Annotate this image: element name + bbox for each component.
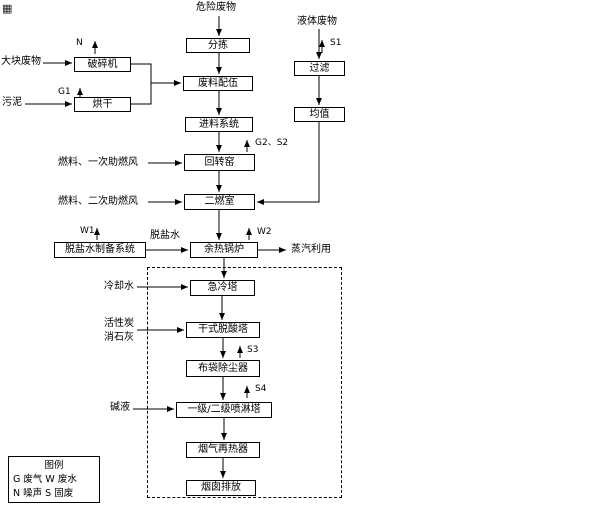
legend-title: 图例 (44, 460, 64, 471)
legend-row-noise-solid: N 噪声 S 固废 (13, 488, 74, 499)
node-sorting: 分拣 (186, 38, 250, 53)
label-sludge: 污泥 (2, 97, 22, 108)
emission-label-g2-s2: G2、S2 (255, 138, 289, 148)
node-quench-tower: 急冷塔 (190, 280, 255, 296)
node-flue-gas-reheater: 烟气再热器 (186, 442, 260, 458)
emission-label-s4: S4 (255, 384, 267, 394)
emission-label-n: N (76, 38, 83, 48)
emission-label-g1: G1 (58, 87, 71, 97)
node-dryer: 烘干 (74, 97, 131, 112)
right-branch-arrows (257, 29, 322, 253)
main-flow-arrows (216, 16, 227, 478)
label-activated-carbon: 活性炭 (104, 318, 134, 329)
node-secondary-combustion-chamber: 二燃室 (184, 194, 255, 210)
node-rotary-kiln: 回转窑 (184, 154, 255, 171)
label-fuel-secondary-air: 燃料、二次助燃风 (58, 196, 138, 207)
legend-row-gas-water: G 废气 W 废水 (13, 474, 77, 485)
node-filtration: 过滤 (294, 61, 345, 76)
label-desalted-water: 脱盐水 (150, 230, 180, 241)
label-bulk-waste: 大块废物 (1, 56, 41, 67)
label-slaked-lime: 消石灰 (104, 332, 134, 343)
node-crusher: 破碎机 (74, 57, 131, 72)
node-waste-blending: 废料配伍 (183, 76, 253, 91)
label-steam-utilization: 蒸汽利用 (291, 244, 331, 255)
emission-label-s1: S1 (330, 38, 342, 48)
node-waste-heat-boiler: 余热锅炉 (190, 242, 258, 258)
node-desalted-water-system: 脱盐水制备系统 (54, 242, 146, 258)
label-fuel-primary-air: 燃料、一次助燃风 (58, 157, 138, 168)
corner-scan-smudge: ▦ (2, 2, 13, 15)
label-hazardous-waste: 危险废物 (196, 2, 236, 13)
node-bag-filter: 布袋除尘器 (186, 360, 260, 377)
node-stack-discharge: 烟囱排放 (186, 480, 256, 496)
label-cooling-water: 冷却水 (104, 281, 134, 292)
label-alkali-liquor: 碱液 (110, 402, 130, 413)
emission-label-s3: S3 (247, 345, 259, 355)
node-spray-tower: 一级/二级喷淋塔 (176, 402, 272, 418)
emission-label-w2: W2 (257, 227, 272, 237)
left-input-arrows (25, 60, 188, 412)
node-dry-deacidification-tower: 干式脱酸塔 (186, 322, 260, 338)
node-equalization: 均值 (294, 107, 345, 122)
label-liquid-waste: 液体废物 (297, 16, 337, 27)
legend-box: 图例 G 废气 W 废水 N 噪声 S 固废 (8, 456, 100, 503)
node-feeding-system: 进料系统 (185, 117, 253, 132)
emission-label-w1: W1 (80, 226, 95, 236)
emission-up-arrows (77, 40, 325, 398)
flue-gas-treatment-dashed-boundary (147, 267, 342, 498)
